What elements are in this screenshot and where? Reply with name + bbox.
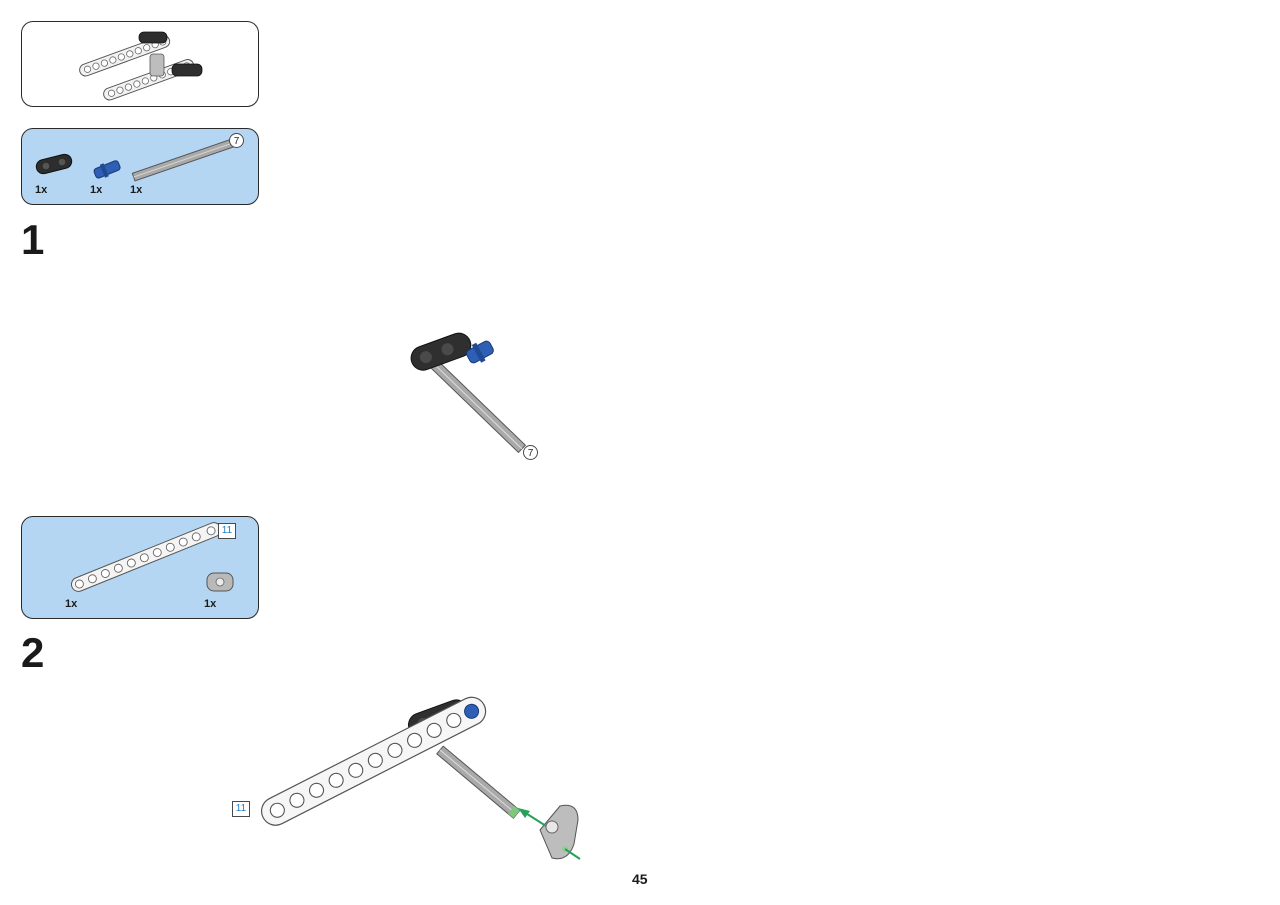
step2-assembly-illustration [260, 696, 581, 860]
step1-axle-callout: 7 [523, 445, 538, 460]
step2-parts-art [70, 522, 234, 592]
submodel-illustration [79, 31, 203, 101]
black-connector-icon [35, 153, 73, 175]
step-number-2: 2 [21, 629, 45, 676]
step1-axle-length: 7 [229, 133, 244, 148]
step1-parts-art [35, 138, 236, 182]
step1-part1-qty: 1x [35, 184, 48, 196]
step-number-1: 1 [21, 216, 45, 263]
step1-part2-qty: 1x [90, 184, 103, 196]
submodel-callout [21, 21, 259, 107]
step2-beam-callout: 11 [232, 801, 250, 817]
step2-part2-qty: 1x [204, 598, 217, 610]
step2-part1-qty: 1x [65, 598, 78, 610]
step1-part3-qty: 1x [130, 184, 143, 196]
step2-beam-length: 11 [218, 523, 236, 539]
step1-parts-list: 1x 1x 1x 7 [21, 128, 259, 205]
step1-assembly-illustration [410, 332, 527, 454]
blue-pin-icon [93, 160, 121, 179]
gray-connector-icon [206, 572, 234, 592]
step2-parts-list: 1x 1x 11 [21, 516, 259, 619]
page-number: 45 [632, 871, 648, 887]
